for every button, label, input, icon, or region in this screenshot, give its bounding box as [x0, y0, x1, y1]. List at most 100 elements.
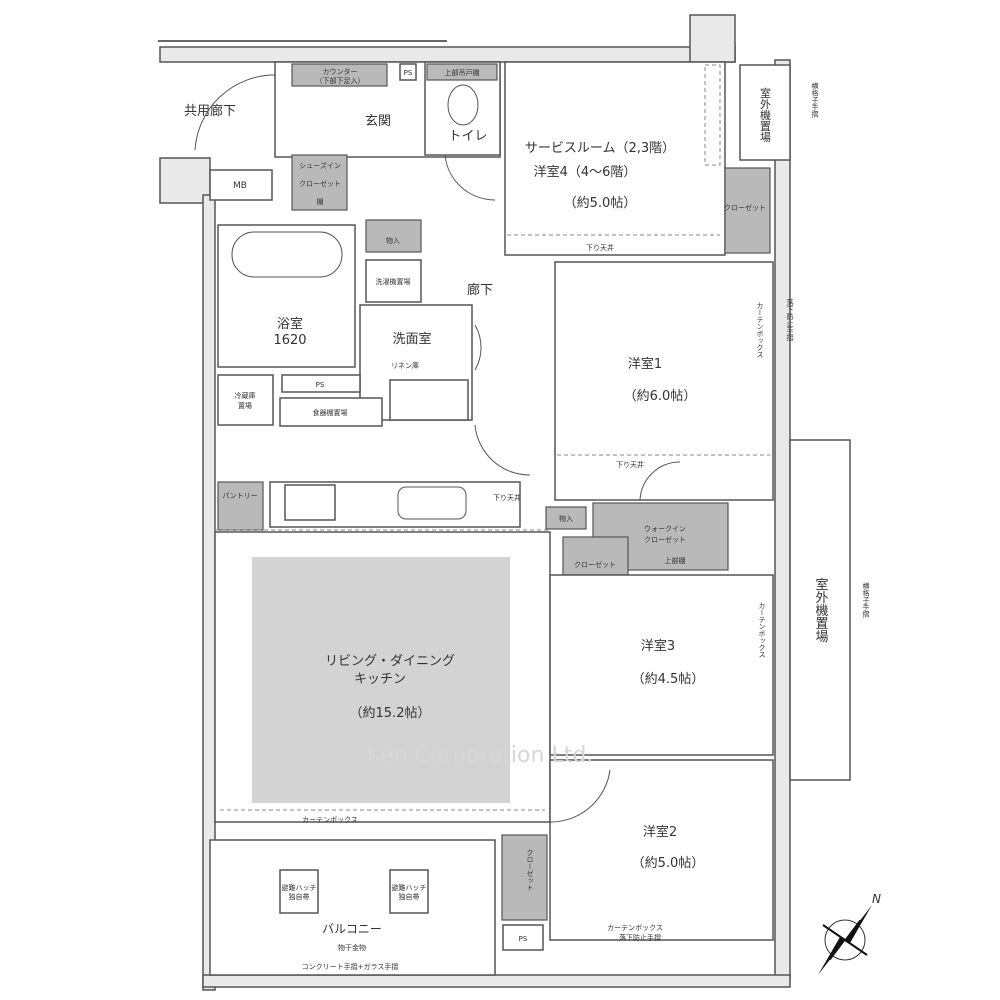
- wic-label-1: ウォークイン: [644, 525, 686, 533]
- bath-label: 浴室: [277, 316, 303, 332]
- handrail-top-label: 横格子手摺: [811, 82, 819, 119]
- compass-north-label: N: [872, 892, 881, 906]
- ldk-floor-area: [252, 557, 510, 803]
- hatch-1-label: 避難ハッチ: [282, 883, 317, 892]
- room3-curtain-label: カーテンボックス: [758, 602, 766, 658]
- dish-space: [279, 397, 383, 427]
- shoe-closet-label-1: シューズイン: [299, 161, 341, 170]
- top-right-pillar: [689, 14, 736, 63]
- washer-label: 洗濯機置場: [376, 277, 411, 286]
- ldk-door[interactable]: [474, 424, 531, 476]
- toilet-label: トイレ: [448, 129, 487, 144]
- wic-label-2: クローゼット: [644, 535, 686, 544]
- room2-closet-label: クローゼット: [526, 849, 534, 891]
- ps-mid: [281, 374, 361, 393]
- service-room-label-1: サービスルーム（2,3階）: [525, 141, 675, 156]
- room3-closet: [562, 536, 629, 576]
- linen-label: リネン庫: [391, 361, 419, 370]
- stove-icon: [284, 484, 336, 521]
- room-2: [549, 759, 774, 941]
- room3-label: 洋室3: [641, 638, 675, 654]
- ps-top: [399, 63, 417, 81]
- room2-closet: [501, 834, 548, 921]
- shoe-closet: [291, 154, 348, 211]
- room1-dropped-ceiling: 下り天井: [616, 460, 644, 469]
- mb-label: MB: [233, 181, 247, 191]
- bottom-wall: [202, 974, 791, 988]
- mb: [209, 169, 273, 201]
- outdoor-unit-top-label: 室外機置場: [759, 86, 772, 143]
- balcony-label: バルコニー: [322, 922, 382, 936]
- room1-curtain-label: カーテンボックス: [756, 302, 764, 358]
- right-wall: [774, 59, 791, 981]
- service-room-area: （約5.0帖）: [564, 196, 637, 211]
- bath-size-label: 1620: [273, 333, 306, 348]
- toilet-door[interactable]: [444, 154, 496, 201]
- service-room-label-2: 洋室4（4〜6階）: [534, 164, 637, 180]
- hatch-1: [279, 869, 319, 914]
- ldk-area: （約15.2帖）: [350, 706, 431, 721]
- storage-2-label: 物入: [559, 514, 573, 523]
- curtain-box-top: [704, 64, 721, 166]
- washroom-label: 洗面室: [392, 331, 431, 347]
- shoe-closet-label-2: クローゼット: [299, 179, 341, 188]
- watermark: Ken Corporation Ltd.: [367, 743, 594, 768]
- drying-label: 物干金物: [338, 943, 366, 952]
- storage-1: [365, 219, 422, 253]
- room-1: [554, 261, 774, 501]
- fridge-label-2: 置場: [238, 401, 252, 410]
- hall-door[interactable]: [474, 324, 482, 371]
- room-3: [549, 574, 774, 756]
- bathroom: [217, 224, 356, 368]
- room2-curtain-label: カーテンボックス: [607, 924, 663, 932]
- hatch-1-sub: 独自帯: [289, 892, 310, 901]
- top-wall: [159, 46, 736, 63]
- dish-label: 食器棚置場: [313, 408, 348, 417]
- counter-sub-label: （下部下足入）: [316, 76, 365, 85]
- room3-area: （約4.5帖）: [632, 672, 705, 687]
- service-closet-label: クローゼット: [724, 203, 766, 212]
- ldk-label-2: キッチン: [354, 672, 406, 687]
- pantry: [217, 481, 264, 531]
- ps-bottom: [502, 924, 544, 951]
- hallway-label: 廊下: [467, 282, 493, 298]
- room2-fall-rail-label: 落下防止手摺: [619, 933, 661, 942]
- counter: [291, 63, 388, 87]
- toilet-bowl-icon: [447, 84, 479, 126]
- fridge-space: [217, 374, 274, 426]
- room1-label: 洋室1: [628, 356, 662, 372]
- hatch-2-sub: 独自帯: [399, 892, 420, 901]
- entrance-label: 玄関: [365, 114, 391, 129]
- kitchen-dropped-ceiling: 下り天井: [493, 493, 521, 502]
- storage-2: [545, 506, 587, 530]
- balcony: [209, 839, 496, 976]
- outdoor-unit-right-label: 室外機置場: [813, 577, 829, 643]
- room2-label: 洋室2: [643, 824, 677, 840]
- bathtub-icon: [231, 231, 343, 278]
- ldk-curtain-label: カーテンボックス: [302, 816, 358, 824]
- ps-bottom-label: PS: [519, 935, 528, 943]
- hatch-2-label: 避難ハッチ: [392, 883, 427, 892]
- compass-icon: N: [818, 892, 881, 975]
- service-room: [504, 61, 726, 256]
- counter-label: カウンター: [323, 67, 358, 76]
- toilet-shelf: [426, 63, 498, 81]
- ps-top-label: PS: [404, 69, 413, 77]
- wic-upper-shelf: 上部棚: [665, 556, 686, 565]
- room2-door[interactable]: [549, 769, 611, 823]
- sink-icon: [397, 486, 467, 520]
- outdoor-unit-top: [739, 64, 791, 161]
- room1-area: （約6.0帖）: [624, 389, 697, 404]
- common-corridor-label: 共用廊下: [184, 103, 236, 119]
- vanity: [389, 379, 469, 421]
- ps-mid-label: PS: [316, 381, 325, 389]
- service-closet: [724, 167, 771, 254]
- room1-fall-rail-label: 落下防止手摺: [786, 298, 794, 342]
- fridge-label-1: 冷蔵庫: [235, 391, 256, 400]
- shelf-label: 棚: [317, 197, 324, 206]
- front-door[interactable]: [194, 74, 276, 151]
- room1-door[interactable]: [639, 461, 681, 501]
- room3-closet-label: クローゼット: [574, 560, 616, 569]
- washer-space: [365, 259, 422, 303]
